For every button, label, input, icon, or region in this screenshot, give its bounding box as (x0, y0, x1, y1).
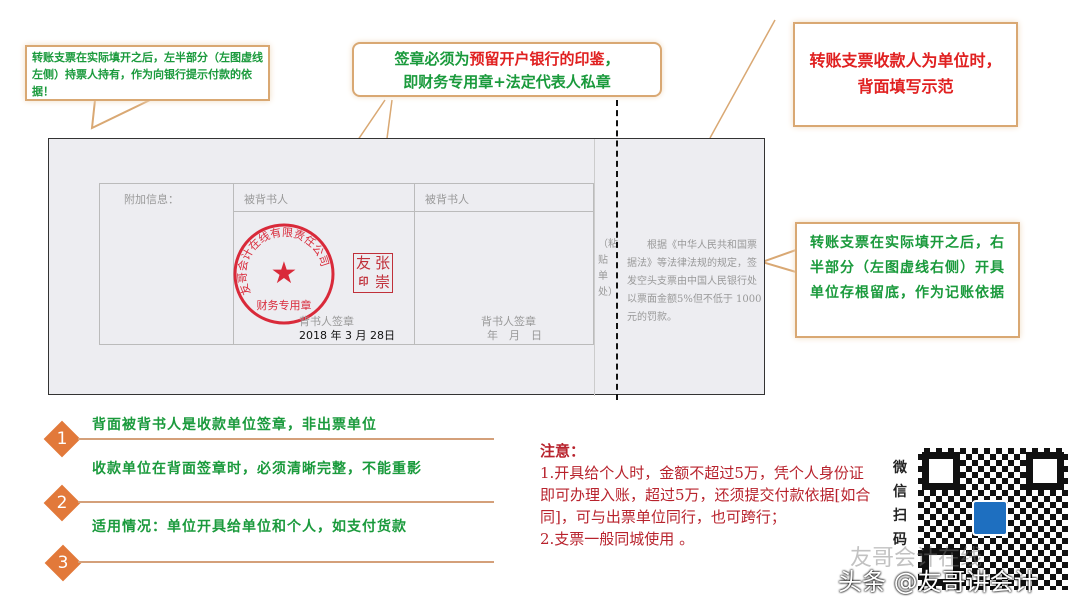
callout-right-half: 转账支票在实际填开之后，右半部分（左图虚线右侧）开具单位存根留底，作为记账依据 (795, 222, 1020, 338)
divider (594, 139, 595, 396)
callout-highlight: 预留开户银行的印鉴 (469, 50, 605, 68)
star-icon: ★ (271, 256, 298, 291)
number-badge: 1 (56, 429, 68, 449)
endorser-signature-label: 背书人签章 (481, 315, 536, 328)
callout-title: 转账支票收款人为单位时，背面填写示范 (793, 22, 1018, 127)
watermark-faint: 友哥会计在线 (850, 546, 983, 571)
notes-block: 注意： 1.开具给个人时，金额不超过5万，凭个人身份证即可办理入账，超过5万，还… (540, 440, 875, 550)
divider (414, 183, 415, 345)
endorsement-table (99, 183, 594, 345)
legal-rep-seal: 张友崇印 (353, 253, 393, 293)
top-right-pointer (709, 19, 776, 139)
additional-info-label: 附加信息： (124, 193, 179, 206)
note-line: 2.支票一般同城使用 。 (540, 530, 695, 548)
seal-char: 张 (374, 254, 390, 272)
note-line: 1.开具给个人时，金额不超过5万，凭个人身份证即可办理入账，超过5万，还须提交付… (540, 464, 871, 526)
endorsee-label: 被背书人 (425, 193, 469, 206)
callout-text: ， (604, 50, 620, 68)
cheque-back: 附加信息： 被背书人 被背书人 友哥会计在线有限责任公司 ★ 财务专用章 张友崇… (48, 138, 765, 396)
endorsement-date-blank: 年 月 日 (487, 329, 542, 342)
callout-text: 签章必须为 (394, 50, 470, 68)
endorsement-date: 2018 年 3 月 28日 (299, 329, 395, 342)
stamp-center-text: 财务专用章 (257, 298, 312, 312)
watermark-main: 头条 @友哥讲会计 (838, 568, 1038, 596)
company-finance-stamp: 友哥会计在线有限责任公司 ★ 财务专用章 (233, 223, 335, 325)
qr-code[interactable] (918, 448, 1068, 590)
divider (78, 438, 494, 440)
qr-logo-icon (972, 500, 1008, 536)
divider (233, 211, 594, 212)
callout-left-half: 转账支票在实际填开之后，左半部分（左图虚线左侧）持票人持有，作为向银行提示付款的… (25, 45, 270, 101)
notes-title: 注意： (540, 442, 586, 460)
seal-char: 崇 (374, 273, 390, 291)
point-item: 收款单位在背面签章时，必须清晰完整，不能重影 (92, 461, 422, 477)
point-item: 适用情况：单位开具给单位和个人，如支付货款 (92, 519, 407, 535)
seal-char: 印 (358, 277, 369, 288)
qr-finder (922, 548, 960, 586)
seal-char: 友 (355, 254, 371, 272)
divider (233, 183, 234, 345)
top-left-tail (90, 99, 151, 130)
right-tail (758, 249, 797, 273)
callout-text: 即财务专用章+法定代表人私章 (403, 73, 611, 91)
paste-here-label: （粘贴单处） (598, 239, 618, 298)
qr-finder (922, 452, 960, 490)
divider (78, 501, 494, 503)
legal-notice-text: 根据《中华人民共和国票据法》等法律法规的规定，签发空头支票由中国人民银行处以票面… (627, 240, 762, 323)
qr-label: 微信扫码 (893, 460, 907, 548)
endorsee-label: 被背书人 (244, 193, 288, 206)
number-badge: 2 (56, 493, 68, 513)
number-badge: 3 (57, 553, 69, 573)
callout-seal-requirement: 签章必须为预留开户银行的印鉴， 即财务专用章+法定代表人私章 (352, 42, 662, 97)
endorser-signature-label: 背书人签章 (299, 315, 354, 328)
divider (78, 561, 494, 563)
tear-line (616, 100, 618, 400)
point-item: 背面被背书人是收款单位签章，非出票单位 (92, 417, 377, 433)
qr-finder (1026, 452, 1064, 490)
